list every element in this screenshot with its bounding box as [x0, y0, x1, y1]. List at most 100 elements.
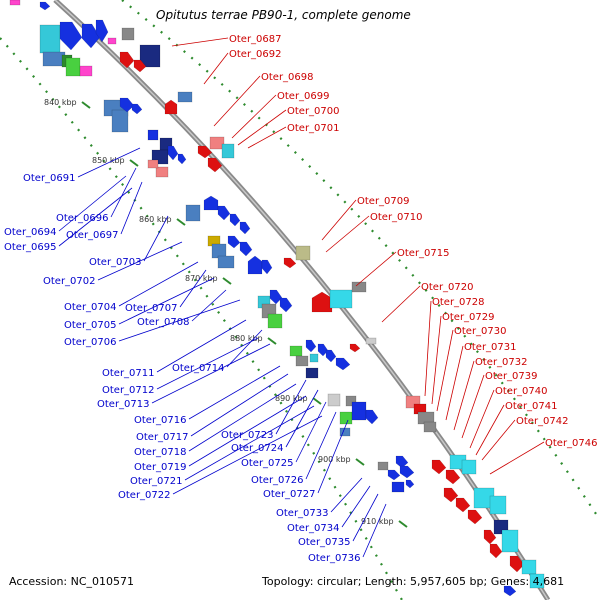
gene-arrow [39, 1, 51, 11]
gene-label-right: Oter_0698 [261, 72, 314, 83]
right-leader-line [453, 360, 475, 431]
left-leader-line [120, 181, 143, 235]
right-leader-line [381, 285, 421, 323]
gene-features [9, 0, 545, 597]
gene-block [295, 245, 311, 261]
gene-label-left: Oter_0712 [102, 385, 155, 396]
gene-label-right: Oter_0729 [442, 312, 495, 323]
gene-block [305, 367, 319, 379]
right-leader-line [481, 419, 516, 461]
gene-label-right: Oter_0715 [397, 248, 450, 259]
gene-block [309, 353, 319, 363]
gene-block [327, 393, 341, 407]
gene-arrow [349, 343, 361, 353]
right-leader-line [247, 126, 287, 149]
gene-arrow [283, 257, 297, 269]
gene-label-left: Oter_0726 [251, 475, 304, 486]
gene-arrow [81, 23, 101, 49]
gene-block [267, 313, 283, 329]
gene-block [107, 37, 117, 45]
gene-block [209, 136, 225, 150]
gene-label-right: Oter_0699 [277, 91, 330, 102]
gene-block [147, 129, 159, 141]
topology-text: Topology: circular; Length: 5,957,605 bp… [262, 575, 565, 588]
gene-block [461, 459, 477, 475]
left-leader-line [341, 485, 371, 528]
kbp-tick-mark [129, 159, 139, 167]
gene-labels: Oter_0687Oter_0692Oter_0698Oter_0699Oter… [4, 34, 598, 564]
gene-arrow [489, 543, 503, 559]
gene-arrow [483, 529, 497, 545]
gene-block [9, 0, 21, 6]
gene-arrow [269, 289, 283, 305]
kbp-tick-label: 840 kbp [44, 98, 77, 107]
gene-arrow [203, 195, 219, 211]
gene-arrow [503, 585, 517, 597]
gene-label-right: Oter_0687 [229, 34, 282, 45]
gene-label-right: Oter_0728 [432, 297, 485, 308]
kbp-tick-label: 880 kbp [230, 334, 263, 343]
right-leader-line [325, 215, 370, 253]
gene-block [329, 289, 353, 309]
gene-block [489, 495, 507, 515]
right-leader-line [475, 404, 505, 456]
left-leader-line [156, 319, 247, 373]
gene-arrow [317, 343, 329, 357]
right-leader-line [431, 315, 442, 405]
gene-label-left: Oter_0695 [4, 242, 57, 253]
left-leader-line [143, 215, 169, 262]
gene-block [121, 27, 135, 41]
gene-label-right: Oter_0742 [516, 416, 569, 427]
gene-arrow [395, 455, 409, 469]
left-leader-line [226, 329, 263, 368]
left-leader-line [97, 241, 183, 281]
gene-label-left: Oter_0707 [125, 303, 178, 314]
gene-label-right: Oter_0741 [505, 401, 558, 412]
gene-label-left: Oter_0733 [276, 508, 329, 519]
gene-label-right: Oter_0701 [287, 123, 340, 134]
gene-block [65, 57, 81, 77]
gene-label-left: Oter_0721 [130, 476, 183, 487]
gene-label-left: Oter_0703 [89, 257, 142, 268]
kbp-tick-mark [355, 458, 365, 466]
gene-label-left: Oter_0713 [97, 399, 150, 410]
kbp-tick-mark [222, 277, 232, 285]
gene-label-left: Oter_0736 [308, 553, 361, 564]
left-leader-line [352, 493, 379, 542]
left-leader-line [118, 261, 199, 307]
inner-dotted-ring [0, 37, 403, 600]
gene-arrow [177, 153, 187, 165]
left-leader-line [58, 175, 127, 232]
gene-label-left: Oter_0711 [102, 368, 155, 379]
kbp-tick-mark [398, 520, 408, 528]
gene-block [423, 421, 437, 433]
left-leader-line [190, 373, 289, 437]
gene-arrow [95, 19, 109, 43]
gene-block [351, 281, 367, 293]
gene-arrow [59, 21, 83, 51]
kbp-tick-label: 850 kbp [92, 156, 125, 165]
gene-block [111, 109, 129, 133]
left-leader-line [118, 299, 241, 342]
left-leader-line [362, 503, 387, 558]
gene-arrow [261, 259, 273, 275]
gene-label-left: Oter_0723 [221, 430, 274, 441]
gene-label-right: Oter_0732 [475, 357, 528, 368]
right-leader-line [436, 329, 454, 412]
gene-label-right: Oter_0730 [454, 326, 507, 337]
gene-label-left: Oter_0714 [172, 363, 225, 374]
left-leader-line [285, 389, 319, 448]
gene-block [521, 559, 537, 575]
gene-arrow [305, 339, 317, 353]
outer-dotted-ring [121, 0, 600, 521]
gene-arrow [131, 103, 143, 115]
left-leader-line [172, 415, 323, 495]
gene-label-left: Oter_0708 [137, 317, 190, 328]
gene-arrow [431, 459, 447, 475]
right-leader-line [213, 75, 261, 127]
gene-label-right: Oter_0731 [464, 342, 517, 353]
right-leader-line [469, 389, 495, 449]
gene-arrow [239, 221, 251, 235]
gene-label-left: Oter_0706 [64, 337, 117, 348]
kbp-tick-label: 890 kbp [275, 394, 308, 403]
